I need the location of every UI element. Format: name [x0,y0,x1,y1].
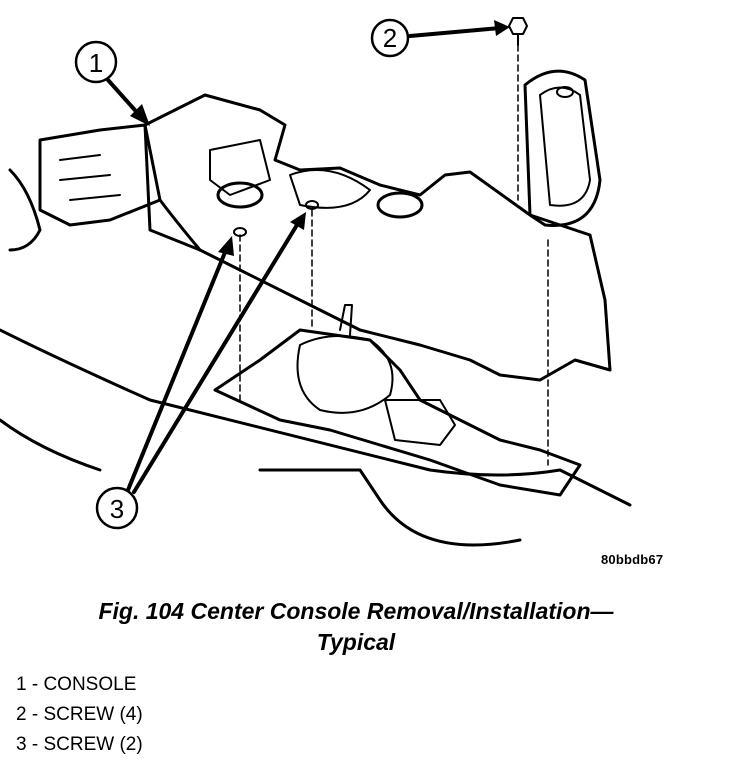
floor-outline [0,328,632,507]
screw-mount [305,200,319,210]
caption-line-1: Fig. 104 Center Console Removal/Installa… [98,598,614,624]
armrest-lid [523,69,602,227]
cupholder [376,191,424,219]
console-exploded-illustration: 1 2 3 [0,17,632,547]
cupholder [216,181,264,209]
screw-mount [233,227,247,237]
callout-2-leader [408,26,502,38]
callout-3-leader [126,243,230,492]
parts-legend: 1 - CONSOLE 2 - SCREW (4) 3 - SCREW (2) [16,670,143,760]
shifter [296,335,394,414]
figure-caption: Fig. 104 Center Console Removal/Installa… [0,596,712,658]
callout-3-leader [132,218,302,494]
figure-code: 80bbdb67 [601,552,664,567]
caption-line-2: Typical [316,629,396,655]
callout-1-label: 1 [89,48,103,78]
callout-2-circle [370,18,410,58]
callout-1-circle [74,40,118,84]
legend-item-screw-4: 2 - SCREW (4) [16,704,143,725]
legend-item-screw-2: 3 - SCREW (2) [16,734,143,755]
callout-3-circle [95,486,139,530]
dashboard-outline [38,123,162,227]
callout-2-label: 2 [383,23,397,53]
screw-top [508,17,528,35]
console-body [143,93,612,382]
legend-item-console: 1 - CONSOLE [16,674,137,695]
callout-3-label: 3 [110,494,124,524]
